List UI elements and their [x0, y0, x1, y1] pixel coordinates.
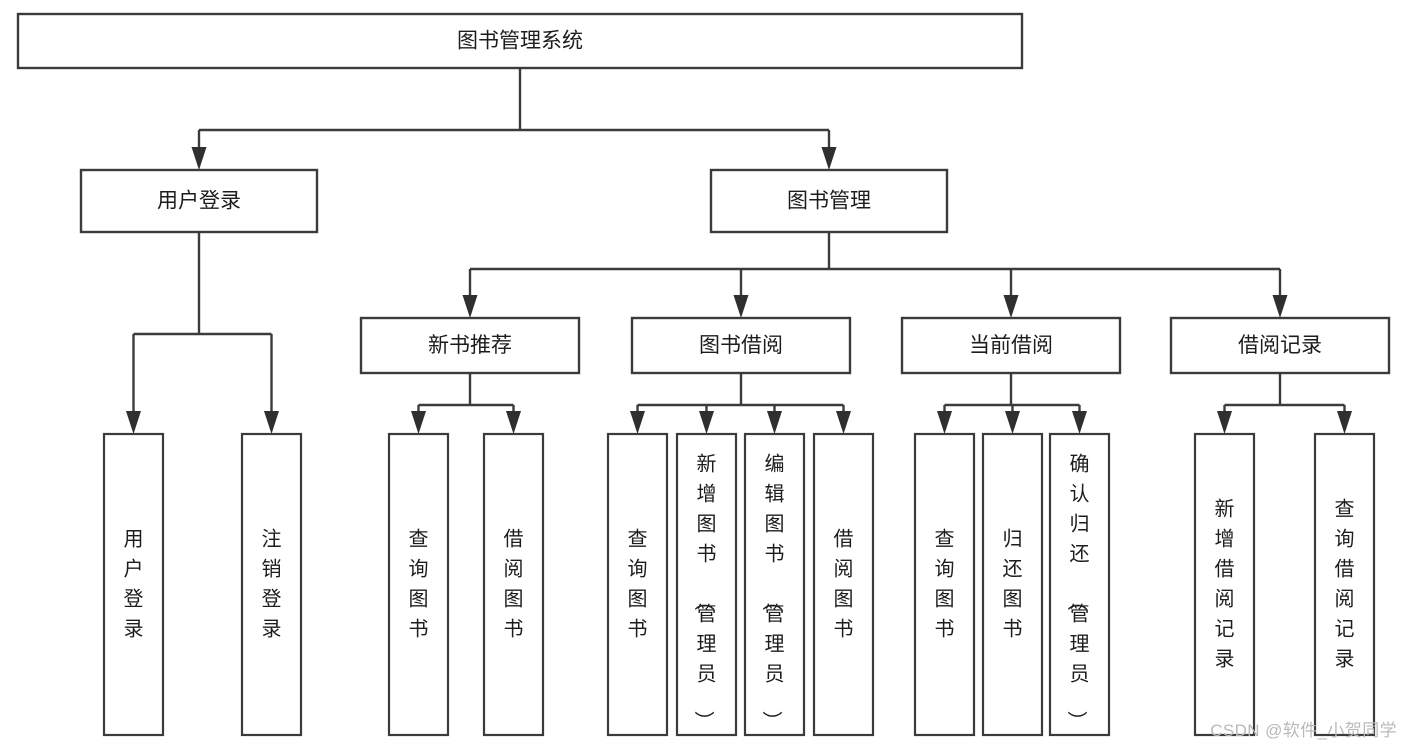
node-box[interactable]	[359, 316, 581, 375]
node-user-login[interactable]: 用户登录	[79, 168, 319, 234]
node-box[interactable]	[630, 316, 852, 375]
node-label: 编辑图书（管理员）	[760, 453, 785, 731]
connector-group-current-borrow	[937, 373, 1087, 434]
node-box[interactable]	[812, 432, 875, 737]
node-root[interactable]: 图书管理系统	[16, 12, 1024, 70]
arrow-head-icon	[1272, 295, 1288, 318]
connector-group-book-borrow	[630, 373, 851, 434]
node-label: 注销登录	[262, 528, 282, 641]
node-leaf-query-record[interactable]: 查询借阅记录	[1313, 432, 1376, 737]
arrow-head-icon	[126, 411, 141, 434]
node-box[interactable]	[675, 432, 738, 737]
node-new-book-rec[interactable]: 新书推荐	[359, 316, 581, 375]
connector-group-new-book-rec	[411, 373, 521, 434]
arrow-head-icon	[1217, 411, 1232, 434]
node-borrow-record[interactable]: 借阅记录	[1169, 316, 1391, 375]
node-box[interactable]	[240, 432, 303, 737]
arrow-head-icon	[462, 295, 478, 318]
node-label: 查询借阅记录	[1335, 498, 1355, 671]
node-leaf-user-login[interactable]: 用户登录	[102, 432, 165, 737]
connector-group-book-manage	[462, 232, 1288, 318]
arrow-head-icon	[1003, 295, 1019, 318]
node-box[interactable]	[482, 432, 545, 737]
node-label: 借阅记录	[1238, 334, 1322, 357]
node-box[interactable]	[102, 432, 165, 737]
arrow-head-icon	[411, 411, 426, 434]
node-label: 当前借阅	[969, 334, 1053, 357]
arrow-head-icon	[821, 147, 837, 170]
arrow-head-icon	[1005, 411, 1020, 434]
arrow-head-icon	[767, 411, 782, 434]
node-label: 借阅图书	[504, 528, 524, 641]
connector-group-borrow-record	[1217, 373, 1352, 434]
node-label: 新增图书（管理员）	[692, 453, 717, 731]
node-leaf-borrow-book-1[interactable]: 借阅图书	[482, 432, 545, 737]
node-leaf-logout[interactable]: 注销登录	[240, 432, 303, 737]
node-box[interactable]	[79, 168, 319, 234]
node-leaf-add-book[interactable]: 新增图书（管理员）	[675, 432, 738, 737]
node-label: 归还图书	[1003, 528, 1023, 641]
arrow-head-icon	[937, 411, 952, 434]
node-label: 查询图书	[409, 528, 429, 641]
node-box[interactable]	[1193, 432, 1256, 737]
node-book-borrow[interactable]: 图书借阅	[630, 316, 852, 375]
node-box[interactable]	[16, 12, 1024, 70]
node-leaf-edit-book[interactable]: 编辑图书（管理员）	[743, 432, 806, 737]
node-label: 图书管理	[787, 190, 871, 213]
node-box[interactable]	[1048, 432, 1111, 737]
arrow-head-icon	[506, 411, 521, 434]
arrow-head-icon	[1337, 411, 1352, 434]
node-box[interactable]	[743, 432, 806, 737]
arrow-head-icon	[699, 411, 714, 434]
node-label: 用户登录	[157, 190, 241, 213]
connector-group-root	[191, 68, 837, 170]
arrow-head-icon	[836, 411, 851, 434]
arrow-head-icon	[264, 411, 279, 434]
node-label: 查询图书	[935, 528, 955, 641]
node-box[interactable]	[387, 432, 450, 737]
node-leaf-query-book-1[interactable]: 查询图书	[387, 432, 450, 737]
node-label: 图书借阅	[699, 334, 783, 357]
node-label: 图书管理系统	[457, 30, 583, 53]
node-leaf-confirm-return[interactable]: 确认归还（管理员）	[1048, 432, 1111, 737]
arrow-head-icon	[1072, 411, 1087, 434]
node-label: 查询图书	[628, 528, 648, 641]
node-leaf-return-book[interactable]: 归还图书	[981, 432, 1044, 737]
connector-layer	[126, 68, 1352, 434]
node-box[interactable]	[606, 432, 669, 737]
node-box[interactable]	[900, 316, 1122, 375]
arrow-head-icon	[630, 411, 645, 434]
node-label: 新书推荐	[428, 334, 512, 357]
node-leaf-add-record[interactable]: 新增借阅记录	[1193, 432, 1256, 737]
node-box[interactable]	[1169, 316, 1391, 375]
node-label: 借阅图书	[834, 528, 854, 641]
node-label: 确认归还（管理员）	[1065, 453, 1090, 731]
node-current-borrow[interactable]: 当前借阅	[900, 316, 1122, 375]
node-layer: 图书管理系统用户登录图书管理新书推荐图书借阅当前借阅借阅记录用户登录注销登录查询…	[16, 12, 1391, 737]
node-box[interactable]	[913, 432, 976, 737]
node-book-manage[interactable]: 图书管理	[709, 168, 949, 234]
csdn-watermark: CSDN @软件_小贺同学	[1210, 721, 1397, 740]
node-leaf-query-book-3[interactable]: 查询图书	[913, 432, 976, 737]
node-box[interactable]	[981, 432, 1044, 737]
arrow-head-icon	[733, 295, 749, 318]
node-box[interactable]	[1313, 432, 1376, 737]
arrow-head-icon	[191, 147, 207, 170]
node-label: 用户登录	[124, 529, 144, 641]
node-leaf-borrow-book-2[interactable]: 借阅图书	[812, 432, 875, 737]
node-label: 新增借阅记录	[1215, 498, 1235, 671]
node-leaf-query-book-2[interactable]: 查询图书	[606, 432, 669, 737]
connector-group-user-login	[126, 232, 279, 434]
node-box[interactable]	[709, 168, 949, 234]
